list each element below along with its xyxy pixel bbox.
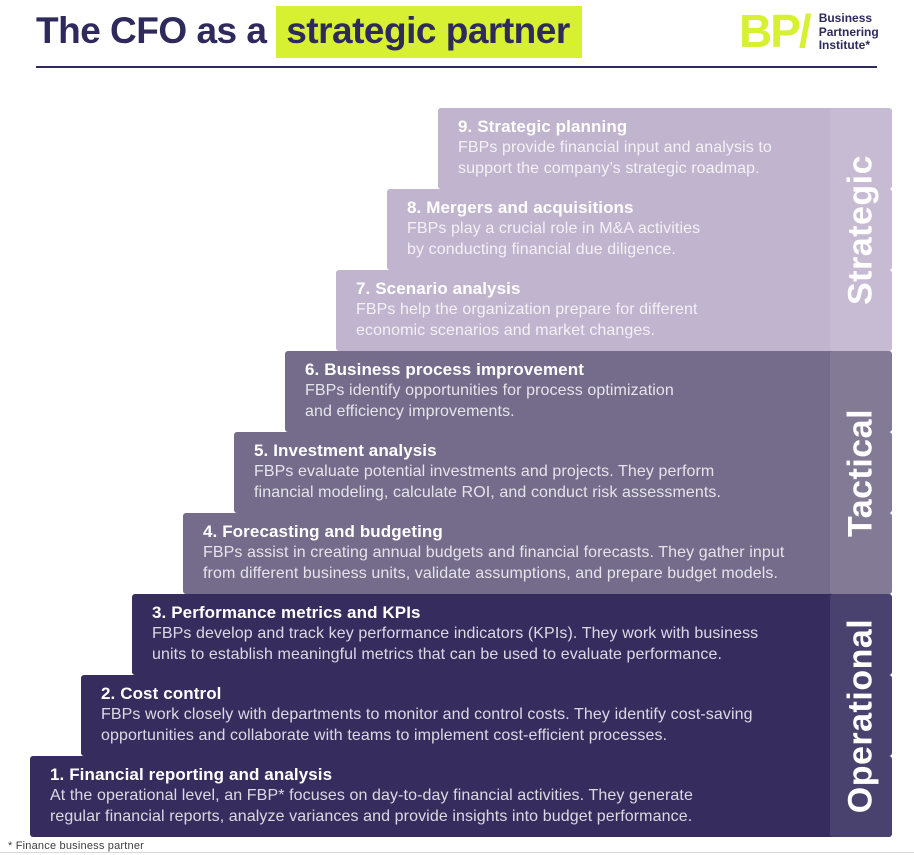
step-description-line: At the operational level, an FBP* focuse…	[50, 787, 693, 804]
page-title: The CFO as a strategic partner	[36, 6, 582, 58]
step-description-line: FBPs assist in creating annual budgets a…	[203, 544, 785, 561]
step-description-line: support the company’s strategic roadmap.	[458, 160, 760, 177]
bpi-logo-line-2: Partnering	[818, 24, 879, 39]
group-band-strategic: Strategic	[830, 108, 892, 351]
step-1-financial-reporting-and-analysis: 1. Financial reporting and analysis At t…	[30, 756, 892, 837]
step-description-line: by conducting financial due diligence.	[407, 241, 676, 258]
step-description-line: opportunities and collaborate with teams…	[101, 727, 668, 744]
step-description-line: units to establish meaningful metrics th…	[152, 646, 722, 663]
step-description-line: FBPs develop and track key performance i…	[152, 625, 759, 642]
step-7-scenario-analysis: 7. Scenario analysis FBPs help the organ…	[336, 270, 892, 351]
step-title: 7. Scenario analysis	[356, 279, 521, 298]
step-description-line: FBPs evaluate potential investments and …	[254, 463, 715, 480]
bpi-logo-text: Business Partnering Institute*	[818, 11, 879, 53]
step-2-cost-control: 2. Cost control FBPs work closely with d…	[81, 675, 892, 756]
step-description-line: FBPs identify opportunities for process …	[305, 382, 674, 399]
step-description-line: economic scenarios and market changes.	[356, 322, 656, 339]
step-description-line: and efficiency improvements.	[305, 403, 515, 420]
bpi-logo-line-1: Business	[818, 11, 873, 25]
step-5-investment-analysis: 5. Investment analysis FBPs evaluate pot…	[234, 432, 892, 513]
page-title-highlight: strategic partner	[276, 6, 582, 58]
bpi-logo-mark: BP/	[739, 5, 812, 57]
step-4-forecasting-and-budgeting: 4. Forecasting and budgeting FBPs assist…	[183, 513, 892, 594]
group-band-tactical: Tactical	[830, 351, 892, 594]
step-9-strategic-planning: 9. Strategic planning FBPs provide finan…	[438, 108, 892, 189]
step-description-line: from different business units, validate …	[203, 565, 779, 582]
step-title: 3. Performance metrics and KPIs	[152, 603, 421, 622]
step-description-line: FBPs help the organization prepare for d…	[356, 301, 698, 318]
bpi-logo-line-3: Institute*	[818, 38, 871, 52]
group-band-operational: Operational	[830, 594, 892, 837]
step-6-business-process-improvement: 6. Business process improvement FBPs ide…	[285, 351, 892, 432]
group-label-strategic: Strategic	[841, 154, 880, 305]
step-3-performance-metrics-and-kpis: 3. Performance metrics and KPIs FBPs dev…	[132, 594, 892, 675]
step-description-line: regular financial reports, analyze varia…	[50, 808, 693, 825]
step-description-line: FBPs work closely with departments to mo…	[101, 706, 753, 723]
step-title: 6. Business process improvement	[305, 360, 584, 379]
group-label-operational: Operational	[841, 618, 880, 813]
footnote: * Finance business partner	[8, 840, 145, 852]
step-description-line: FBPs provide financial input and analysi…	[458, 139, 772, 156]
step-title: 5. Investment analysis	[254, 441, 437, 460]
step-title: 8. Mergers and acquisitions	[407, 198, 634, 217]
step-title: 4. Forecasting and budgeting	[203, 522, 443, 541]
bottom-divider	[0, 852, 914, 853]
step-title: 9. Strategic planning	[458, 117, 628, 136]
bpi-logo: BP/ Business Partnering Institute*	[739, 8, 879, 54]
step-title: 2. Cost control	[101, 684, 222, 703]
step-8-mergers-and-acquisitions: 8. Mergers and acquisitions FBPs play a …	[387, 189, 892, 270]
group-label-tactical: Tactical	[841, 408, 880, 537]
step-description-line: financial modeling, calculate ROI, and c…	[254, 484, 722, 501]
step-title: 1. Financial reporting and analysis	[50, 765, 333, 784]
header-divider	[36, 66, 877, 68]
page-title-prefix: The CFO as a	[36, 10, 277, 51]
step-description-line: FBPs play a crucial role in M&A activiti…	[407, 220, 701, 237]
